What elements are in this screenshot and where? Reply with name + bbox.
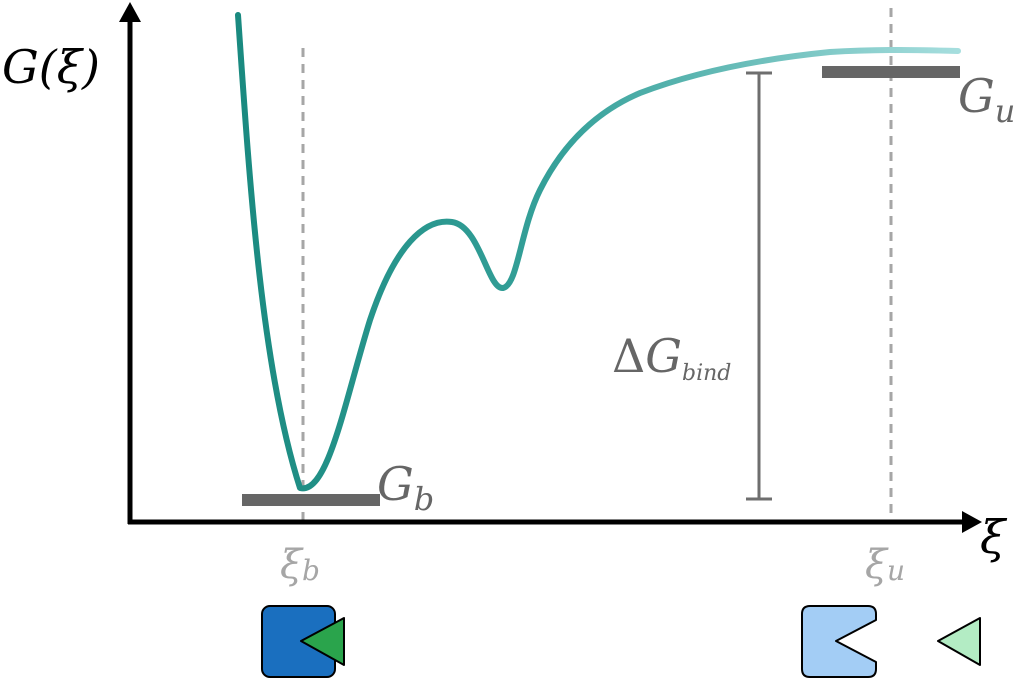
free-energy-curve (235, 12, 961, 492)
bound-level-symbol: G (377, 457, 414, 511)
bound-ligand-triangle (300, 617, 345, 666)
xi-bound-symbol: ξ (280, 542, 304, 588)
unbound-level-subscript: u (995, 92, 1016, 130)
bound-level-label: Gb (377, 457, 434, 518)
xi-unbound-subscript: u (887, 554, 905, 587)
xi-unbound-symbol: ξ (865, 542, 889, 588)
unbound-receptor-icon (801, 605, 877, 678)
delta-g-subscript: bind (682, 361, 731, 386)
unbound-level-symbol: G (958, 69, 995, 123)
unbound-ligand-icon (937, 617, 981, 666)
unbound-level-bar (822, 66, 960, 78)
unbound-level-label: Gu (958, 69, 1015, 130)
xi-bound-subscript: b (302, 554, 320, 587)
bound-level-subscript: b (414, 480, 434, 518)
xi-bound-label: ξb (280, 542, 320, 588)
delta-symbol: Δ (612, 329, 645, 383)
bound-level-bar (242, 494, 380, 506)
delta-g-bind-label: ΔGbind (612, 329, 731, 386)
y-axis-arrowhead (119, 2, 141, 22)
y-axis-label: G(ξ) (2, 40, 100, 94)
bound-complex-icon (261, 605, 345, 678)
x-axis-arrowhead (962, 511, 982, 533)
delta-g-symbol: G (645, 329, 682, 383)
xi-unbound-label: ξu (865, 542, 905, 588)
x-axis-label: ξ (980, 510, 1008, 564)
